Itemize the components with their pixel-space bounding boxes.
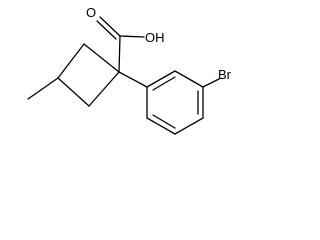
bond-carbonyl-2	[96, 20, 117, 40]
bond-methyl	[27, 77, 59, 100]
bond-ring-bottom	[57, 77, 90, 107]
atom-label-carbonyl-oxygen: O	[86, 5, 96, 20]
bond-ring-left	[57, 43, 85, 79]
bond-c-oh	[119, 35, 145, 38]
bond-phenyl-2	[174, 70, 204, 88]
bond-to-bromine	[202, 78, 220, 88]
bond-to-carboxyl	[118, 35, 121, 73]
bond-phenyl-inner-3	[152, 114, 176, 129]
bond-phenyl-4	[174, 117, 204, 135]
bond-to-phenyl	[118, 71, 148, 88]
molecule-structure: O OH Br	[27, 5, 232, 135]
atom-label-bromine: Br	[218, 67, 232, 82]
bond-ring-top	[83, 43, 120, 73]
bond-ring-right	[88, 71, 120, 107]
atom-label-hydroxyl: OH	[145, 30, 165, 45]
bond-phenyl-1	[146, 70, 176, 88]
bond-phenyl-inner-1	[152, 76, 176, 91]
bond-carbonyl-1	[99, 16, 121, 37]
bond-phenyl-5	[146, 117, 176, 135]
